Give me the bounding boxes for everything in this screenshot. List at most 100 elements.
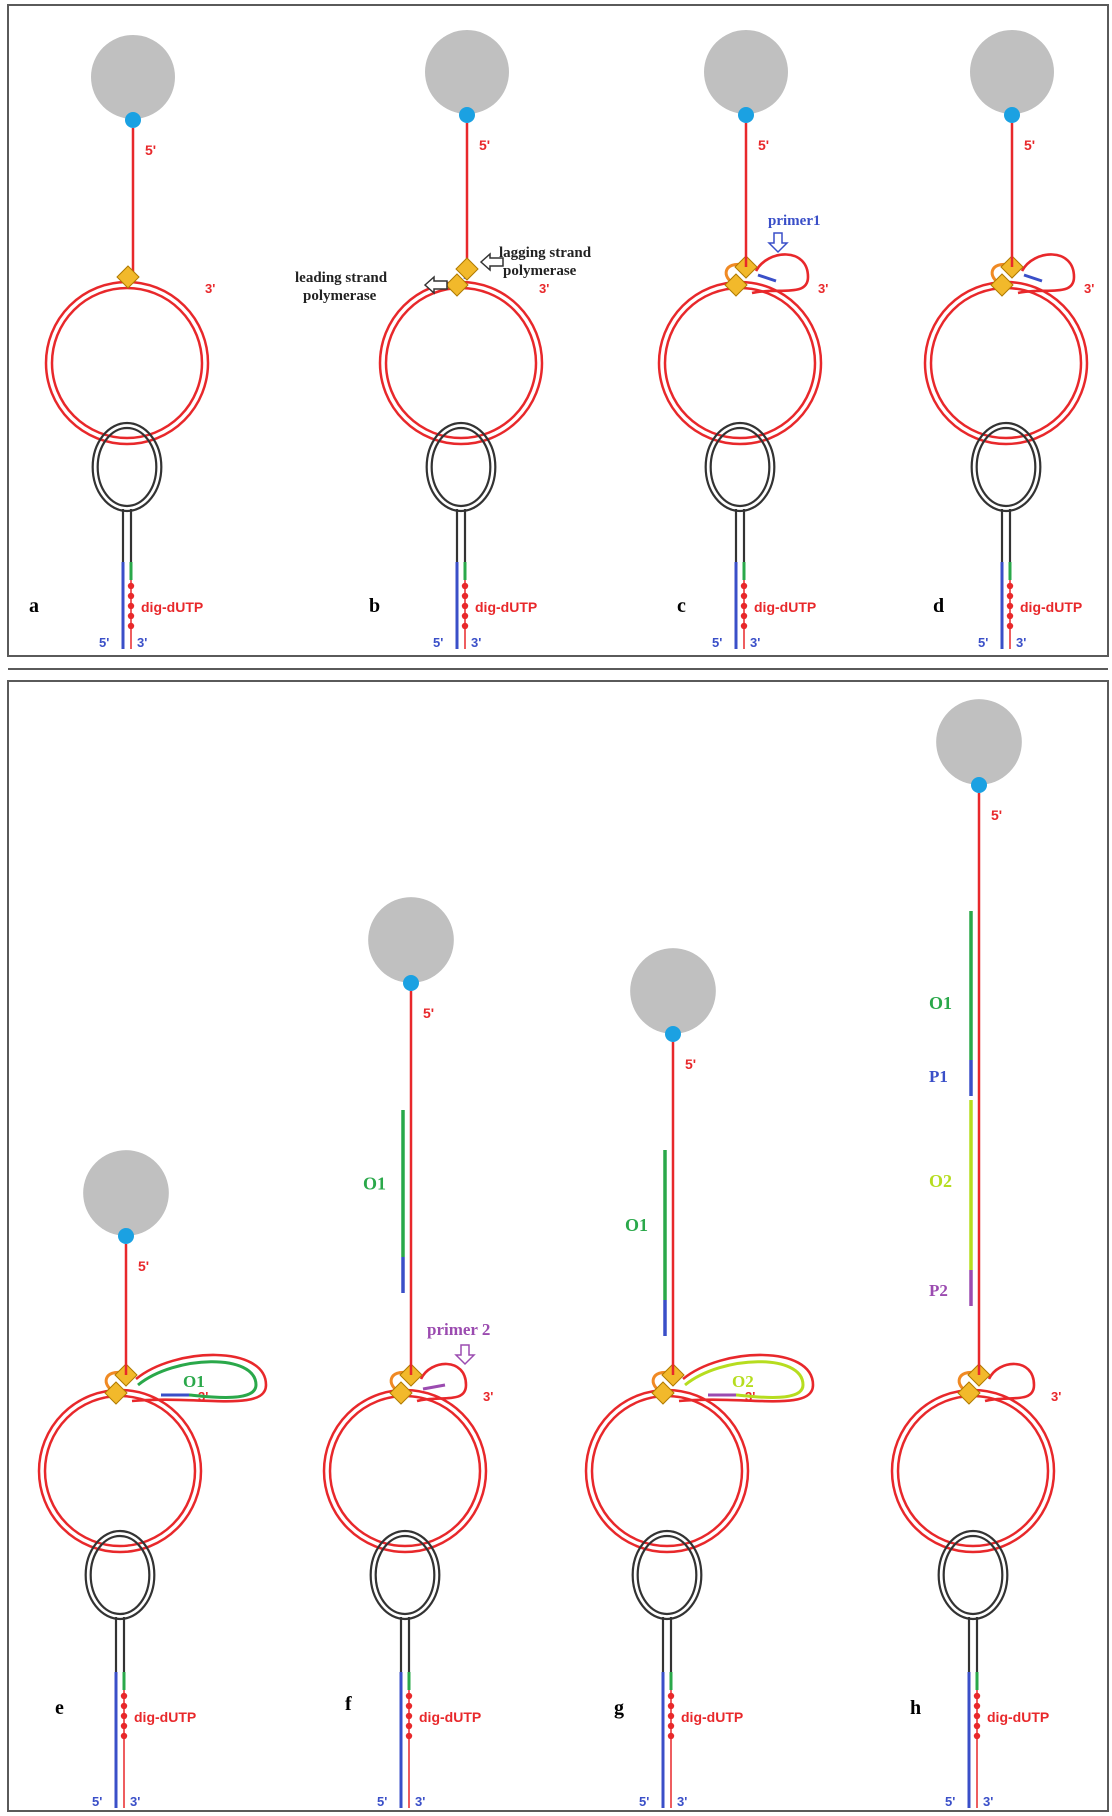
lagging-strand-loop [131,1353,268,1403]
primer1-label: primer1 [768,213,820,229]
dig-dutp-label: dig-dUTP [987,1709,1049,1725]
dig-dutp-label: dig-dUTP [1020,599,1082,615]
anchor-five-prime-label: 5' [99,635,109,650]
replication-circle-outer [890,1388,1056,1554]
primer2-bound [422,1383,446,1391]
dig-dutp-label: dig-dUTP [475,599,537,615]
biotin-attachment [118,1228,134,1244]
anchor-three-prime-label: 3' [750,635,760,650]
o2-label: O2 [732,1372,754,1391]
circle-three-prime-label: 3' [818,281,828,296]
o1-stem-label: O1 [363,1174,386,1194]
okazaki-fragment-loop [684,1360,805,1399]
lagging-label-line2: polymerase [503,263,577,279]
leading-strand-polymerase [445,273,469,297]
hairpin-loop-outer [84,1529,156,1621]
p1-stem-label: P1 [929,1067,948,1086]
replication-circle-inner [590,1394,744,1548]
panel-letter: b [369,595,380,617]
hairpin-loop-outer [425,421,497,513]
bead [704,30,788,114]
biotin-attachment [459,107,475,123]
panel-letter: h [910,1697,921,1719]
anchor-three-prime-label: 3' [137,635,147,650]
anchor-three-prime-label: 3' [415,1794,425,1809]
strand-five-prime-label: 5' [479,137,490,153]
dig-dutp-label: dig-dUTP [141,599,203,615]
lagging-label-line1: lagging strand [499,245,592,261]
primer1-arrow [767,232,789,254]
replication-circle-outer [923,280,1089,446]
lagging-pointer-arrow [479,252,504,272]
hairpin-loop-outer [631,1529,703,1621]
bead [91,35,175,119]
strand-five-prime-label: 5' [1024,137,1035,153]
panel-letter: e [55,1697,64,1719]
anchor-five-prime-label: 5' [712,635,722,650]
strand-five-prime-label: 5' [423,1005,434,1021]
o1-stem-label: O1 [625,1215,648,1235]
leading-strand-polymerase [651,1381,675,1405]
panel-b: dig-dUTP 5' 3' 3' b 5' lagging strand polymeras… [295,30,592,650]
anchor-three-prime-label: 3' [471,635,481,650]
anchor-five-prime-label: 5' [92,1794,102,1809]
anchor-five-prime-label: 5' [377,1794,387,1809]
replication-circle-inner [384,286,538,440]
anchor-five-prime-label: 5' [433,635,443,650]
circle-three-prime-label: 3' [539,281,549,296]
replication-circle-inner [50,286,204,440]
leading-pointer-arrow [423,275,448,295]
anchor-three-prime-label: 3' [983,1794,993,1809]
replication-circle-outer [584,1388,750,1554]
replication-circle-outer [378,280,544,446]
strand-five-prime-label: 5' [145,142,156,158]
hairpin-loop-inner [374,1534,436,1616]
primer2-arrow [454,1344,476,1366]
replication-circle-inner [663,286,817,440]
anchor-five-prime-label: 5' [639,1794,649,1809]
polymerase [116,265,140,289]
circle-three-prime-label: 3' [1084,281,1094,296]
strand-five-prime-label: 5' [991,807,1002,823]
replication-circle-outer [322,1388,488,1554]
dig-dutp-label: dig-dUTP [681,1709,743,1725]
strand-five-prime-label: 5' [138,1258,149,1274]
circle-three-prime-label: 3' [483,1389,493,1404]
bead [368,897,454,983]
hairpin-loop-outer [369,1529,441,1621]
leading-strand-polymerase [389,1381,413,1405]
panel-letter: a [29,595,39,617]
leading-strand-polymerase [957,1381,981,1405]
leading-label-line2: polymerase [303,288,377,304]
lagging-strand-loop [751,253,810,295]
lagging-strand-loop [1017,253,1076,295]
lagging-strand-loop [416,1362,468,1403]
p2-stem-label: P2 [929,1281,948,1300]
bead [936,699,1022,785]
strand-five-prime-label: 5' [685,1056,696,1072]
panel-letter: c [677,595,686,617]
o1-label: O1 [183,1372,205,1391]
anchor-five-prime-label: 5' [945,1794,955,1809]
panel-letter: g [614,1697,624,1719]
strand-five-prime-label: 5' [758,137,769,153]
o2-stem-label: O2 [929,1171,952,1191]
leading-strand-polymerase [990,273,1014,297]
okazaki-fragment-loop [137,1360,258,1399]
biotin-attachment [1004,107,1020,123]
bead [425,30,509,114]
lagging-strand-loop [678,1353,815,1403]
replication-circle-inner [896,1394,1050,1548]
hairpin-loop-inner [89,1534,151,1616]
leading-strand-polymerase [104,1381,128,1405]
hairpin-loop-outer [91,421,163,513]
panel-letter: f [345,1693,352,1715]
hairpin-loop-inner [430,426,492,508]
